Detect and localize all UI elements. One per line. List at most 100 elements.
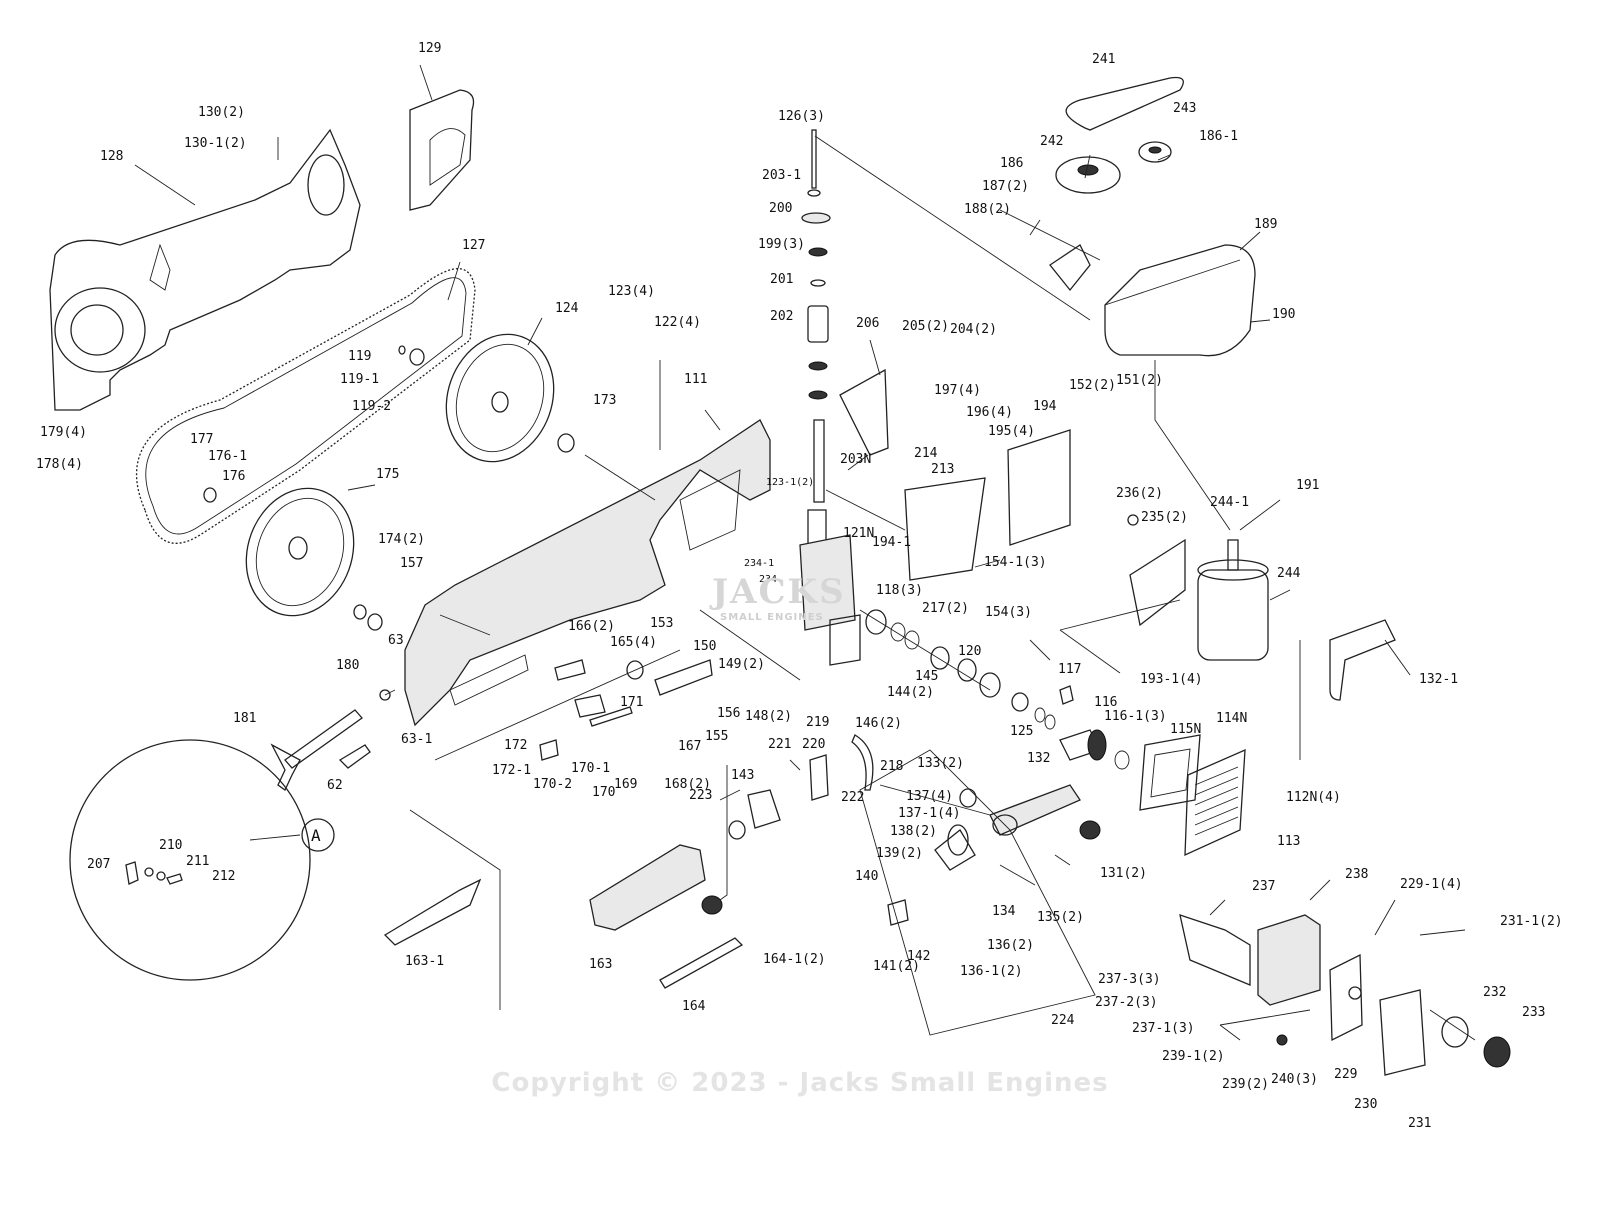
part-label: 190: [1272, 307, 1295, 322]
part-label: 124: [555, 301, 579, 316]
copyright-notice: Copyright © 2023 - Jacks Small Engines: [491, 1068, 1109, 1098]
part-label: 205(2): [902, 319, 949, 334]
part-label: 235(2): [1141, 510, 1188, 525]
part-label: 177: [190, 432, 213, 447]
part-label: 122(4): [654, 315, 701, 330]
part-label: 156: [717, 706, 740, 721]
part-label: 212: [212, 869, 235, 884]
part-label: 242: [1040, 134, 1063, 149]
part-label: 201: [770, 272, 793, 287]
part-label: 231-1(2): [1500, 914, 1563, 929]
part-label: 137-1(4): [898, 806, 961, 821]
part-label: 140: [855, 869, 878, 884]
part-label: 123(4): [608, 284, 655, 299]
part-label: 174(2): [378, 532, 425, 547]
part-label: 129: [418, 41, 441, 56]
part-label: 132-1: [1419, 672, 1458, 687]
part-label: 238: [1345, 867, 1368, 882]
part-label: 241: [1092, 52, 1115, 67]
part-label: 138(2): [890, 824, 937, 839]
part-label: 148(2): [745, 709, 792, 724]
part-label: 244: [1277, 566, 1301, 581]
part-label: 219: [806, 715, 829, 730]
part-label: 220: [802, 737, 825, 752]
part-label: 188(2): [964, 202, 1011, 217]
part-label: 155: [705, 729, 728, 744]
part-label: 163: [589, 957, 612, 972]
part-label: 194-1: [872, 535, 911, 550]
part-label: 127: [462, 238, 485, 253]
part-label: 224: [1051, 1013, 1075, 1028]
part-label: 232: [1483, 985, 1506, 1000]
part-label: 120: [958, 644, 981, 659]
part-label: 111: [684, 372, 707, 387]
part-label: 112N(4): [1286, 790, 1341, 805]
part-label: 170: [592, 785, 615, 800]
part-label: 204(2): [950, 322, 997, 337]
part-label: 125: [1010, 724, 1033, 739]
part-label: 173: [593, 393, 616, 408]
part-label: 164-1(2): [763, 952, 826, 967]
part-label: 121N: [843, 526, 874, 541]
part-label: 231: [1408, 1116, 1431, 1131]
leader-lines: [134, 64, 1476, 1041]
part-label: 239(2): [1222, 1077, 1269, 1092]
part-label: 118(3): [876, 583, 923, 598]
part-label: 133(2): [917, 756, 964, 771]
part-label: 237-3(3): [1098, 972, 1161, 987]
part-label: 233: [1522, 1005, 1545, 1020]
part-label: 119-1: [340, 372, 379, 387]
part-label: 240(3): [1271, 1072, 1318, 1087]
part-label: 199(3): [758, 237, 805, 252]
part-label: 163-1: [405, 954, 444, 969]
part-label: 116: [1094, 695, 1117, 710]
part-label: 176-1: [208, 449, 247, 464]
part-label: 154(3): [985, 605, 1032, 620]
part-label: 116-1(3): [1104, 709, 1167, 724]
part-label: 166(2): [568, 619, 615, 634]
part-label: 168(2): [664, 777, 711, 792]
part-label: 195(4): [988, 424, 1035, 439]
part-label: 171: [620, 695, 643, 710]
part-label: 113: [1277, 834, 1300, 849]
part-label: 234-1: [744, 558, 774, 569]
part-label: 123-1(2): [766, 477, 814, 488]
part-label: 128: [100, 149, 123, 164]
part-label: 167: [678, 739, 701, 754]
part-label: 175: [376, 467, 399, 482]
part-label: 63: [388, 633, 404, 648]
part-label: 203-1: [762, 168, 801, 183]
part-label: 164: [682, 999, 706, 1014]
part-label: 135(2): [1037, 910, 1084, 925]
part-label: 179(4): [40, 425, 87, 440]
part-label: 223: [689, 788, 712, 803]
part-label: 176: [222, 469, 245, 484]
part-label: 186-1: [1199, 129, 1238, 144]
part-label: 214: [914, 446, 938, 461]
part-label: 169: [614, 777, 637, 792]
part-labels: 241 243 186-1 242 186 187(2) 188(2) 189 …: [36, 41, 1563, 1131]
part-label: 236(2): [1116, 486, 1163, 501]
part-label: 191: [1296, 478, 1319, 493]
part-label: 196(4): [966, 405, 1013, 420]
part-label: 172: [504, 738, 527, 753]
part-label: 217(2): [922, 601, 969, 616]
part-label: 131(2): [1100, 866, 1147, 881]
part-label: 145: [915, 669, 938, 684]
part-label: 63-1: [401, 732, 432, 747]
part-label: 157: [400, 556, 423, 571]
part-label: 139(2): [876, 846, 923, 861]
part-label: 150: [693, 639, 716, 654]
part-label: 237-1(3): [1132, 1021, 1195, 1036]
part-label: 136-1(2): [960, 964, 1023, 979]
part-label: 172-1: [492, 763, 531, 778]
part-label: 229-1(4): [1400, 877, 1463, 892]
part-label: 229: [1334, 1067, 1357, 1082]
part-label: 239-1(2): [1162, 1049, 1225, 1064]
part-label: 137(4): [906, 789, 953, 804]
part-label: 126(3): [778, 109, 825, 124]
part-label: 146(2): [855, 716, 902, 731]
part-label: 130-1(2): [184, 136, 247, 151]
part-label: 193-1(4): [1140, 672, 1203, 687]
